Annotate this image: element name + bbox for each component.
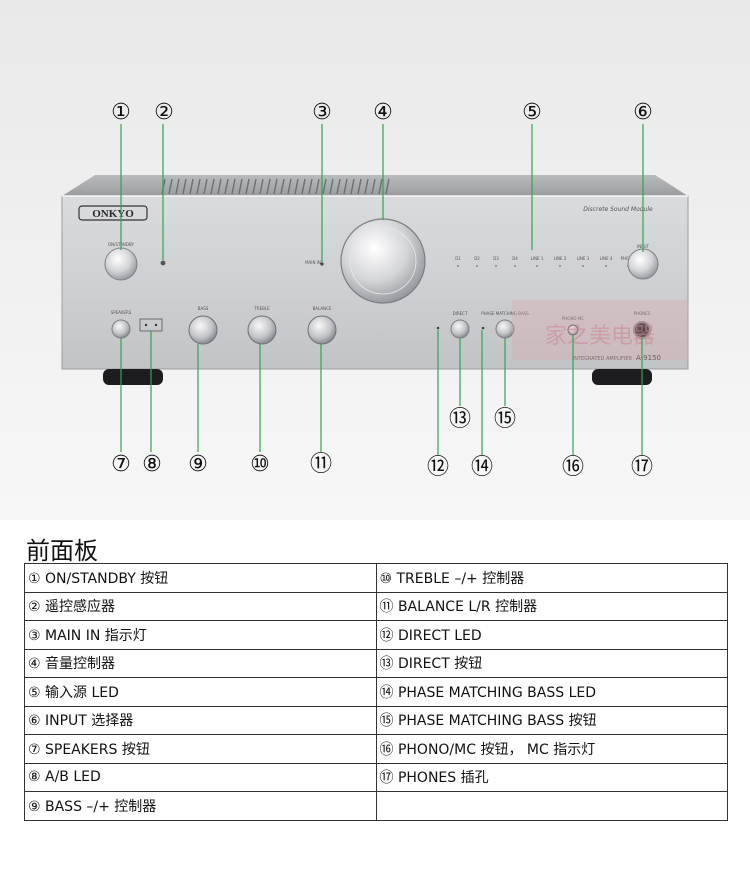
table-row: ③ MAIN IN 指示灯 ⑫ DIRECT LED — [24, 620, 728, 650]
direct-button[interactable] — [450, 319, 470, 339]
table-cell: ⑧ A/B LED — [24, 762, 377, 792]
label-phones: PHONES — [634, 311, 651, 316]
brand-logo: ONKYO — [92, 208, 134, 220]
label-bass: BASS — [198, 306, 209, 311]
label-balance: BALANCE — [313, 306, 332, 311]
table-cell: ⑭ PHASE MATCHING BASS LED — [375, 677, 728, 707]
label-treble: TREBLE — [253, 306, 270, 311]
label-phono-mc: PHONO MC — [562, 316, 584, 321]
input-led-label: D3 — [493, 256, 499, 261]
table-cell: ⑥ INPUT 选择器 — [24, 705, 377, 735]
callout-10: ⑩ — [250, 452, 270, 477]
leader-lines — [120, 124, 644, 455]
callout-11: ⑪ — [310, 452, 332, 477]
table-cell: ⑫ DIRECT LED — [375, 620, 728, 650]
input-led-label: D4 — [512, 256, 518, 261]
table-cell: ② 遥控感应器 — [24, 591, 377, 621]
main-in-indicator — [320, 262, 324, 266]
table-cell: ⑬ DIRECT 按钮 — [375, 648, 728, 678]
standby-button[interactable] — [104, 247, 138, 281]
callout-6: ⑥ — [633, 100, 653, 125]
led-b — [154, 323, 158, 327]
table-row: ⑧ A/B LED ⑰ PHONES 插孔 — [24, 762, 728, 792]
remote-sensor — [160, 260, 166, 266]
table-cell: ⑦ SPEAKERS 按钮 — [24, 734, 377, 764]
callout-5: ⑤ — [522, 100, 542, 125]
callout-2: ② — [154, 100, 174, 125]
label-direct: DIRECT — [453, 311, 468, 316]
table-cell: ⑨ BASS –/+ 控制器 — [24, 791, 377, 821]
table-cell: ⑰ PHONES 插孔 — [375, 762, 728, 792]
input-led-label: LINE 4 — [600, 256, 613, 261]
watermark-box — [512, 300, 687, 360]
parts-table: ① ON/STANDBY 按钮 ⑩ TREBLE –/+ 控制器 ② 遥控感应器… — [24, 563, 728, 821]
input-led-label: PHONO — [621, 256, 636, 261]
model-caption: INTEGRATED AMPLIFIER — [573, 356, 633, 362]
label-main-in: MAIN IN — [305, 260, 321, 265]
table-cell: ⑮ PHASE MATCHING BASS 按钮 — [375, 705, 728, 735]
right-foot — [592, 369, 652, 385]
callout-3: ③ — [312, 100, 332, 125]
callout-7: ⑦ — [111, 452, 131, 477]
front-panel-diagram: ONKYO Discrete Sound Module ON/STANDBY M… — [0, 0, 750, 520]
input-led-label: D2 — [474, 256, 480, 261]
bass-knob[interactable] — [188, 315, 218, 345]
watermark: 家之美电器 — [545, 324, 655, 349]
pmb-button[interactable] — [495, 319, 515, 339]
callout-12: ⑫ — [427, 455, 449, 480]
callout-16: ⑯ — [562, 455, 584, 480]
balance-knob[interactable] — [307, 315, 337, 345]
amplifier-illustration: ONKYO Discrete Sound Module ON/STANDBY M… — [0, 0, 750, 520]
callout-13: ⑬ — [449, 407, 471, 432]
callout-9: ⑨ — [188, 452, 208, 477]
table-cell: ⑤ 输入源 LED — [24, 677, 377, 707]
input-led-label: LINE 3 — [577, 256, 590, 261]
callout-17: ⑰ — [631, 455, 653, 480]
label-speakers: SPEAKERS — [111, 310, 132, 315]
table-row: ④ 音量控制器 ⑬ DIRECT 按钮 — [24, 648, 728, 678]
section-title: 前面板 — [26, 537, 98, 565]
discrete-module-badge: Discrete Sound Module — [583, 206, 653, 213]
input-selector-knob[interactable] — [627, 248, 659, 280]
left-foot — [103, 369, 163, 385]
table-row: ① ON/STANDBY 按钮 ⑩ TREBLE –/+ 控制器 — [24, 563, 728, 593]
table-cell: ⑩ TREBLE –/+ 控制器 — [375, 563, 728, 593]
callout-8: ⑧ — [142, 452, 162, 477]
callout-14: ⑭ — [471, 455, 493, 480]
table-row: ⑨ BASS –/+ 控制器 — [24, 791, 728, 821]
callout-4: ④ — [373, 100, 393, 125]
input-led-label: LINE 1 — [531, 256, 544, 261]
pmb-led — [481, 326, 485, 330]
led-a — [144, 323, 148, 327]
callout-1: ① — [111, 100, 131, 125]
top-cover — [62, 175, 688, 196]
table-cell — [375, 791, 728, 821]
table-cell: ③ MAIN IN 指示灯 — [24, 620, 377, 650]
callout-15: ⑮ — [494, 407, 516, 432]
input-led-label: LINE 2 — [554, 256, 567, 261]
speakers-button[interactable] — [111, 319, 131, 339]
input-led-label: D1 — [455, 256, 461, 261]
table-cell: ⑯ PHONO/MC 按钮， MC 指示灯 — [375, 734, 728, 764]
table-cell: ④ 音量控制器 — [24, 648, 377, 678]
direct-led — [436, 326, 440, 330]
brand-frame — [78, 205, 148, 221]
input-source-leds: D1 D2 D3 D4 LINE 1 LINE 2 LINE 3 LINE 4 … — [455, 256, 635, 267]
table-cell: ① ON/STANDBY 按钮 — [24, 563, 377, 593]
callouts: ① ② ③ ④ ⑤ ⑥ ⑦ ⑧ ⑨ ⑩ ⑪ ⑫ ⑬ ⑭ ⑮ ⑯ ⑰ — [111, 100, 653, 480]
table-row: ⑤ 输入源 LED ⑭ PHASE MATCHING BASS LED — [24, 677, 728, 707]
table-row: ② 遥控感应器 ⑪ BALANCE L/R 控制器 — [24, 591, 728, 621]
volume-knob[interactable] — [340, 218, 426, 304]
label-pmb: PHASE MATCHING BASS — [481, 311, 529, 316]
table-row: ⑦ SPEAKERS 按钮 ⑯ PHONO/MC 按钮， MC 指示灯 — [24, 734, 728, 764]
treble-knob[interactable] — [247, 315, 277, 345]
model-number: A-9150 — [636, 354, 661, 362]
table-row: ⑥ INPUT 选择器 ⑮ PHASE MATCHING BASS 按钮 — [24, 705, 728, 735]
table-cell: ⑪ BALANCE L/R 控制器 — [375, 591, 728, 621]
